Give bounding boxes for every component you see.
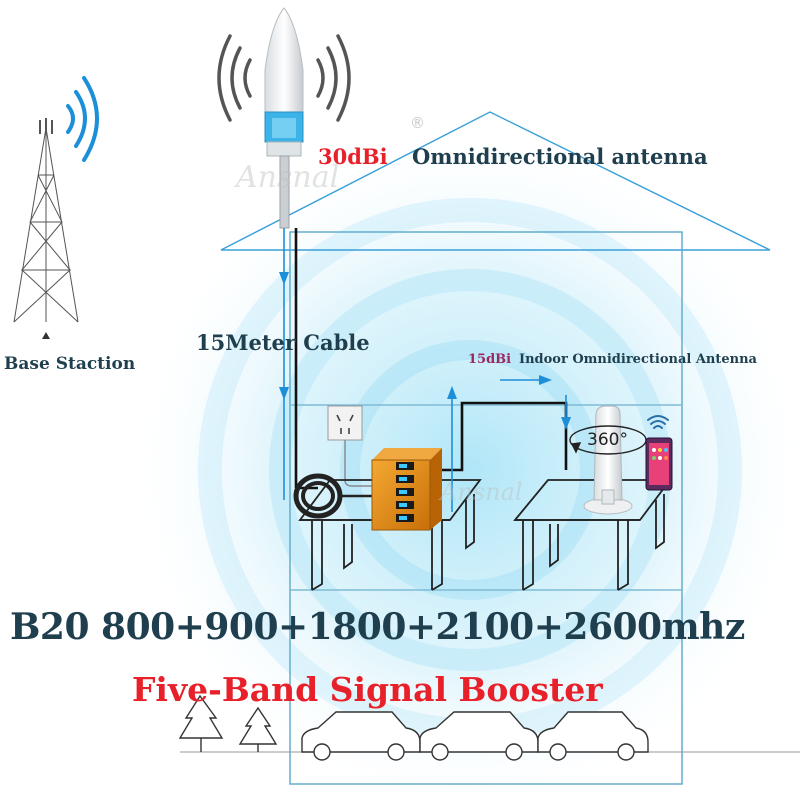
power-outlet-icon <box>327 405 372 487</box>
registered-mark: ® <box>410 114 425 132</box>
smartphone-icon <box>645 437 673 491</box>
house-outline <box>180 111 800 785</box>
car-icon <box>301 711 649 761</box>
indoor-antenna-gain: 15dBi <box>468 352 512 367</box>
tower-signal-waves-icon <box>66 76 99 162</box>
indoor-antenna-icon <box>583 405 633 515</box>
outdoor-antenna-name: Omnidirectional antenna <box>412 144 708 169</box>
cable-coil-icon <box>293 473 372 519</box>
indoor-cable <box>442 375 571 512</box>
cable-length-label: 15Meter Cable <box>196 330 370 355</box>
tree-icon <box>178 694 278 752</box>
omni-antenna-icon <box>264 7 304 229</box>
wifi-icon <box>647 415 669 429</box>
product-title: Five-Band Signal Booster <box>132 670 603 709</box>
rotation-label: 360° <box>587 430 628 450</box>
booster-unit-icon <box>371 448 442 531</box>
base-station-label: Base Staction <box>4 354 136 374</box>
frequency-bands-line: B20 800+900+1800+2100+2600mhz <box>10 606 745 648</box>
indoor-antenna-name: Indoor Omnidirectional Antenna <box>519 352 757 367</box>
cell-tower-icon <box>13 118 79 339</box>
watermark-logo: Ansnal <box>236 160 340 195</box>
antenna-signal-waves-icon <box>217 34 351 122</box>
outdoor-antenna-gain: 30dBi <box>318 144 388 169</box>
watermark-logo-secondary: Ansnal <box>440 478 523 506</box>
